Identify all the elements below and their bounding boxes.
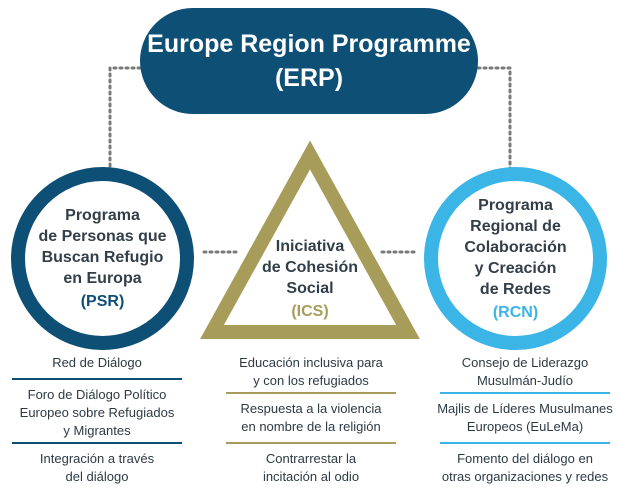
ics-label: Iniciativa de Cohesión Social (ICS)	[230, 236, 390, 322]
psr-divider	[12, 378, 182, 380]
rcn-label-line: y Creación	[474, 259, 557, 277]
ics-label-line: de Cohesión	[261, 259, 358, 276]
ics-triangle	[200, 140, 420, 339]
ics-label-line: Social	[286, 280, 334, 297]
erp-title-line1: Europe Region Programme	[147, 30, 471, 58]
psr-circle: Programa de Personas que Buscan Refugio …	[11, 167, 194, 350]
psr-activities-list: Red de Diálogo Foro de Diálogo Político …	[8, 348, 186, 488]
psr-label-line: de Personas que	[38, 228, 167, 245]
rcn-divider	[440, 442, 610, 444]
rcn-label-line: de Redes	[479, 280, 552, 298]
ics-activity-item: Respuesta a la violencia en nombre de la…	[240, 401, 382, 434]
erp-title-banner: Europe Region Programme (ERP)	[140, 8, 478, 114]
ics-label-line: Iniciativa	[275, 238, 345, 255]
ics-activity-item: Educación inclusiva para y con los refug…	[239, 355, 383, 388]
psr-label-line: Buscan Refugio	[41, 249, 164, 266]
ics-divider	[226, 392, 396, 394]
psr-activity-item: Red de Diálogo	[52, 355, 142, 370]
psr-label-line: Programa	[65, 207, 140, 224]
rcn-activity-item: Consejo de Liderazgo Musulmán-Judío	[461, 355, 589, 388]
psr-divider	[12, 442, 182, 444]
connector-erp-rcn	[476, 66, 512, 174]
psr-label-line: en Europa	[63, 270, 142, 287]
psr-activity-item: Foro de Diálogo Político Europeo sobre R…	[19, 387, 175, 438]
rcn-label-line: Colaboración	[464, 238, 567, 256]
connector-erp-psr	[108, 66, 142, 174]
rcn-activities-list: Consejo de Liderazgo Musulmán-Judío Majl…	[436, 348, 614, 488]
rcn-label-line: Regional de	[470, 217, 561, 235]
erp-title-line2: (ERP)	[274, 64, 344, 92]
rcn-activity-item: Fomento del diálogo en otras organizacio…	[441, 451, 609, 484]
ics-activities-list: Educación inclusiva para y con los refug…	[222, 348, 400, 488]
rcn-label-line: Programa	[478, 196, 553, 214]
ics-activity-item: Contrarrestar la incitación al odio	[262, 451, 360, 484]
ics-acronym: (ICS)	[291, 303, 329, 320]
rcn-acronym: (RCN)	[492, 303, 539, 321]
psr-acronym: (PSR)	[80, 293, 125, 310]
ics-divider	[226, 442, 396, 444]
rcn-activity-item: Majlis de Líderes Musulmanes Europeos (E…	[437, 401, 613, 434]
psr-activity-item: Integración a través del diálogo	[39, 451, 155, 484]
rcn-divider	[440, 392, 610, 394]
rcn-circle: Programa Regional de Colaboración y Crea…	[424, 167, 607, 350]
